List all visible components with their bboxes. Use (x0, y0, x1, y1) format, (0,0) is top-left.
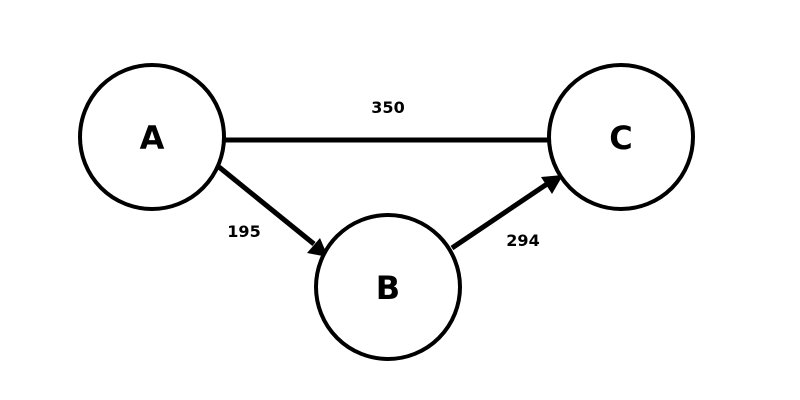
node-c: C (547, 63, 695, 211)
node-a: A (78, 63, 226, 211)
node-c-label: C (609, 119, 632, 157)
node-b-label: B (376, 269, 400, 307)
edge-a-c-weight: 350 (371, 98, 404, 117)
edge-b-c-arrowhead (541, 175, 563, 194)
node-a-circle (78, 63, 226, 211)
edge-a-b: 195 (217, 165, 328, 257)
node-b-circle (314, 213, 462, 361)
edge-b-c: 294 (450, 175, 563, 251)
edge-a-b-weight: 195 (227, 222, 260, 241)
edge-b-c-line (450, 181, 549, 251)
edge-a-c: 350 (224, 98, 549, 143)
node-c-circle (547, 63, 695, 211)
edge-a-b-line (217, 165, 316, 246)
node-a-label: A (140, 119, 165, 157)
node-b: B (314, 213, 462, 361)
edge-b-c-weight: 294 (506, 231, 539, 250)
